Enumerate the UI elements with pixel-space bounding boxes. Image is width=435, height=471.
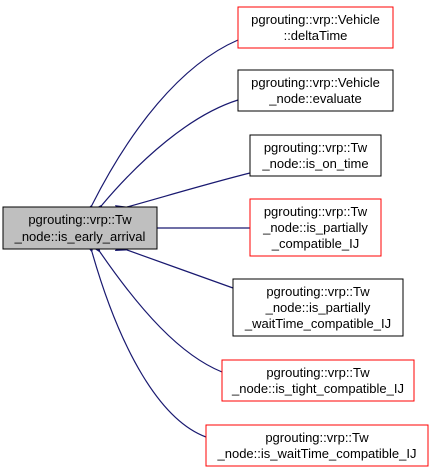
caller-node-box: [221, 359, 415, 402]
caller-node-is-partially-waittime-compatible[interactable]: pgrouting::vrp::Tw _node::is_partially _…: [232, 278, 404, 337]
caller-node-line-2: _node::is_waitTime_compatible_IJ: [217, 446, 417, 461]
caller-node-box: [237, 6, 394, 49]
caller-node-line-1: pgrouting::vrp::Tw: [264, 140, 368, 155]
caller-node-box: [249, 198, 382, 257]
edge-delta-time: [82, 39, 239, 218]
center-node-line-2: _node::is_early_arrival: [14, 229, 146, 244]
caller-node-is-partially-compatible[interactable]: pgrouting::vrp::Tw _node::is_partially _…: [249, 198, 382, 257]
edge-is-waittime-compatible: [84, 240, 207, 438]
caller-node-evaluate[interactable]: pgrouting::vrp::Vehicle _node::evaluate: [237, 69, 394, 112]
caller-node-line-3: _waitTime_compatible_IJ: [244, 316, 391, 331]
caller-node-line-2: _node::is_tight_compatible_IJ: [231, 381, 404, 396]
call-edges: [82, 39, 251, 438]
caller-node-line-2: _node::is_partially: [265, 300, 371, 315]
caller-node-box: [232, 278, 404, 337]
caller-node-box: [205, 424, 429, 467]
caller-node-line-1: pgrouting::vrp::Vehicle: [251, 12, 380, 27]
caller-node-delta-time[interactable]: pgrouting::vrp::Vehicle ::deltaTime: [237, 6, 394, 49]
caller-node-line-1: pgrouting::vrp::Tw: [266, 284, 370, 299]
caller-node-line-2: ::deltaTime: [284, 28, 348, 43]
caller-node-line-1: pgrouting::vrp::Vehicle: [251, 75, 380, 90]
edge-is-tight-compatible: [89, 240, 223, 373]
caller-node-line-1: pgrouting::vrp::Tw: [265, 430, 369, 445]
caller-node-line-3: _compatible_IJ: [271, 236, 359, 251]
caller-node-line-1: pgrouting::vrp::Tw: [264, 204, 368, 219]
caller-node-is-waittime-compatible[interactable]: pgrouting::vrp::Tw _node::is_waitTime_co…: [205, 424, 429, 467]
caller-node-box: [237, 69, 394, 112]
caller-node-is-tight-compatible[interactable]: pgrouting::vrp::Tw _node::is_tight_compa…: [221, 359, 415, 402]
center-node-box: [2, 206, 158, 250]
caller-node-line-2: _node::is_partially: [262, 220, 368, 235]
edge-is-partially-waittime-compatible: [114, 241, 234, 289]
center-node-line-1: pgrouting::vrp::Tw: [28, 212, 132, 227]
caller-node-line-2: _node::is_on_time: [261, 156, 368, 171]
caller-node-line-2: _node::evaluate: [268, 91, 362, 106]
caller-node-box: [249, 134, 382, 177]
caller-node-line-1: pgrouting::vrp::Tw: [266, 365, 370, 380]
edge-is-on-time: [115, 172, 251, 215]
edge-evaluate: [91, 99, 239, 217]
caller-node-is-on-time[interactable]: pgrouting::vrp::Tw _node::is_on_time: [249, 134, 382, 177]
center-node[interactable]: pgrouting::vrp::Tw _node::is_early_arriv…: [2, 206, 158, 250]
